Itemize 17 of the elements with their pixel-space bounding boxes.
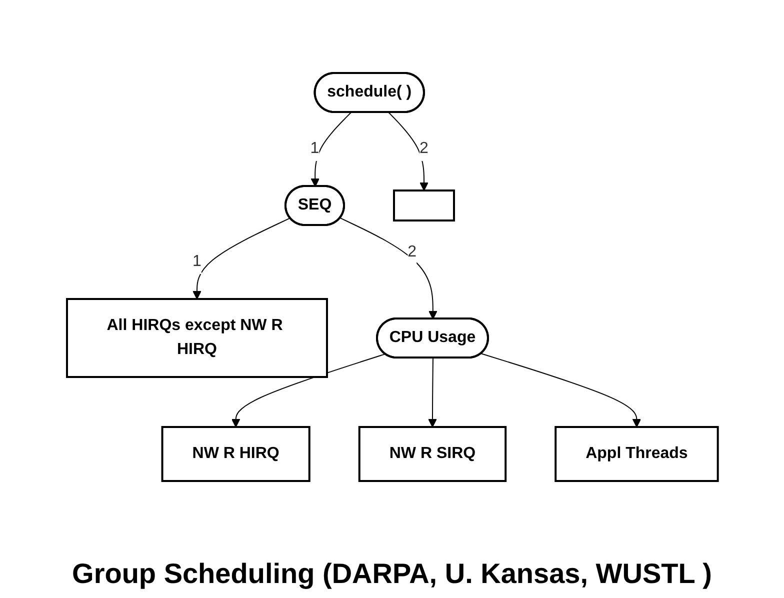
arrow bbox=[192, 218, 290, 300]
arrow bbox=[231, 354, 386, 428]
edge-label: 2 bbox=[419, 140, 428, 157]
node-box bbox=[392, 190, 455, 222]
edge-label: 1 bbox=[192, 253, 202, 270]
caption: Group Scheduling (DARPA, U. Kansas, WUSTL ) bbox=[71, 557, 713, 591]
arrow bbox=[480, 353, 641, 428]
node-box: Appl Threads bbox=[554, 426, 718, 482]
arrow bbox=[428, 358, 436, 428]
arrow bbox=[310, 112, 352, 187]
edge-label: 1 bbox=[310, 140, 319, 157]
edge-label: 2 bbox=[407, 243, 416, 260]
arrow bbox=[388, 112, 428, 191]
node-box: NW R SIRQ bbox=[358, 426, 506, 482]
node-box: All HIRQs except NW R HIRQ bbox=[66, 298, 328, 378]
arrow bbox=[339, 218, 437, 320]
node-box: NW R HIRQ bbox=[160, 426, 310, 482]
